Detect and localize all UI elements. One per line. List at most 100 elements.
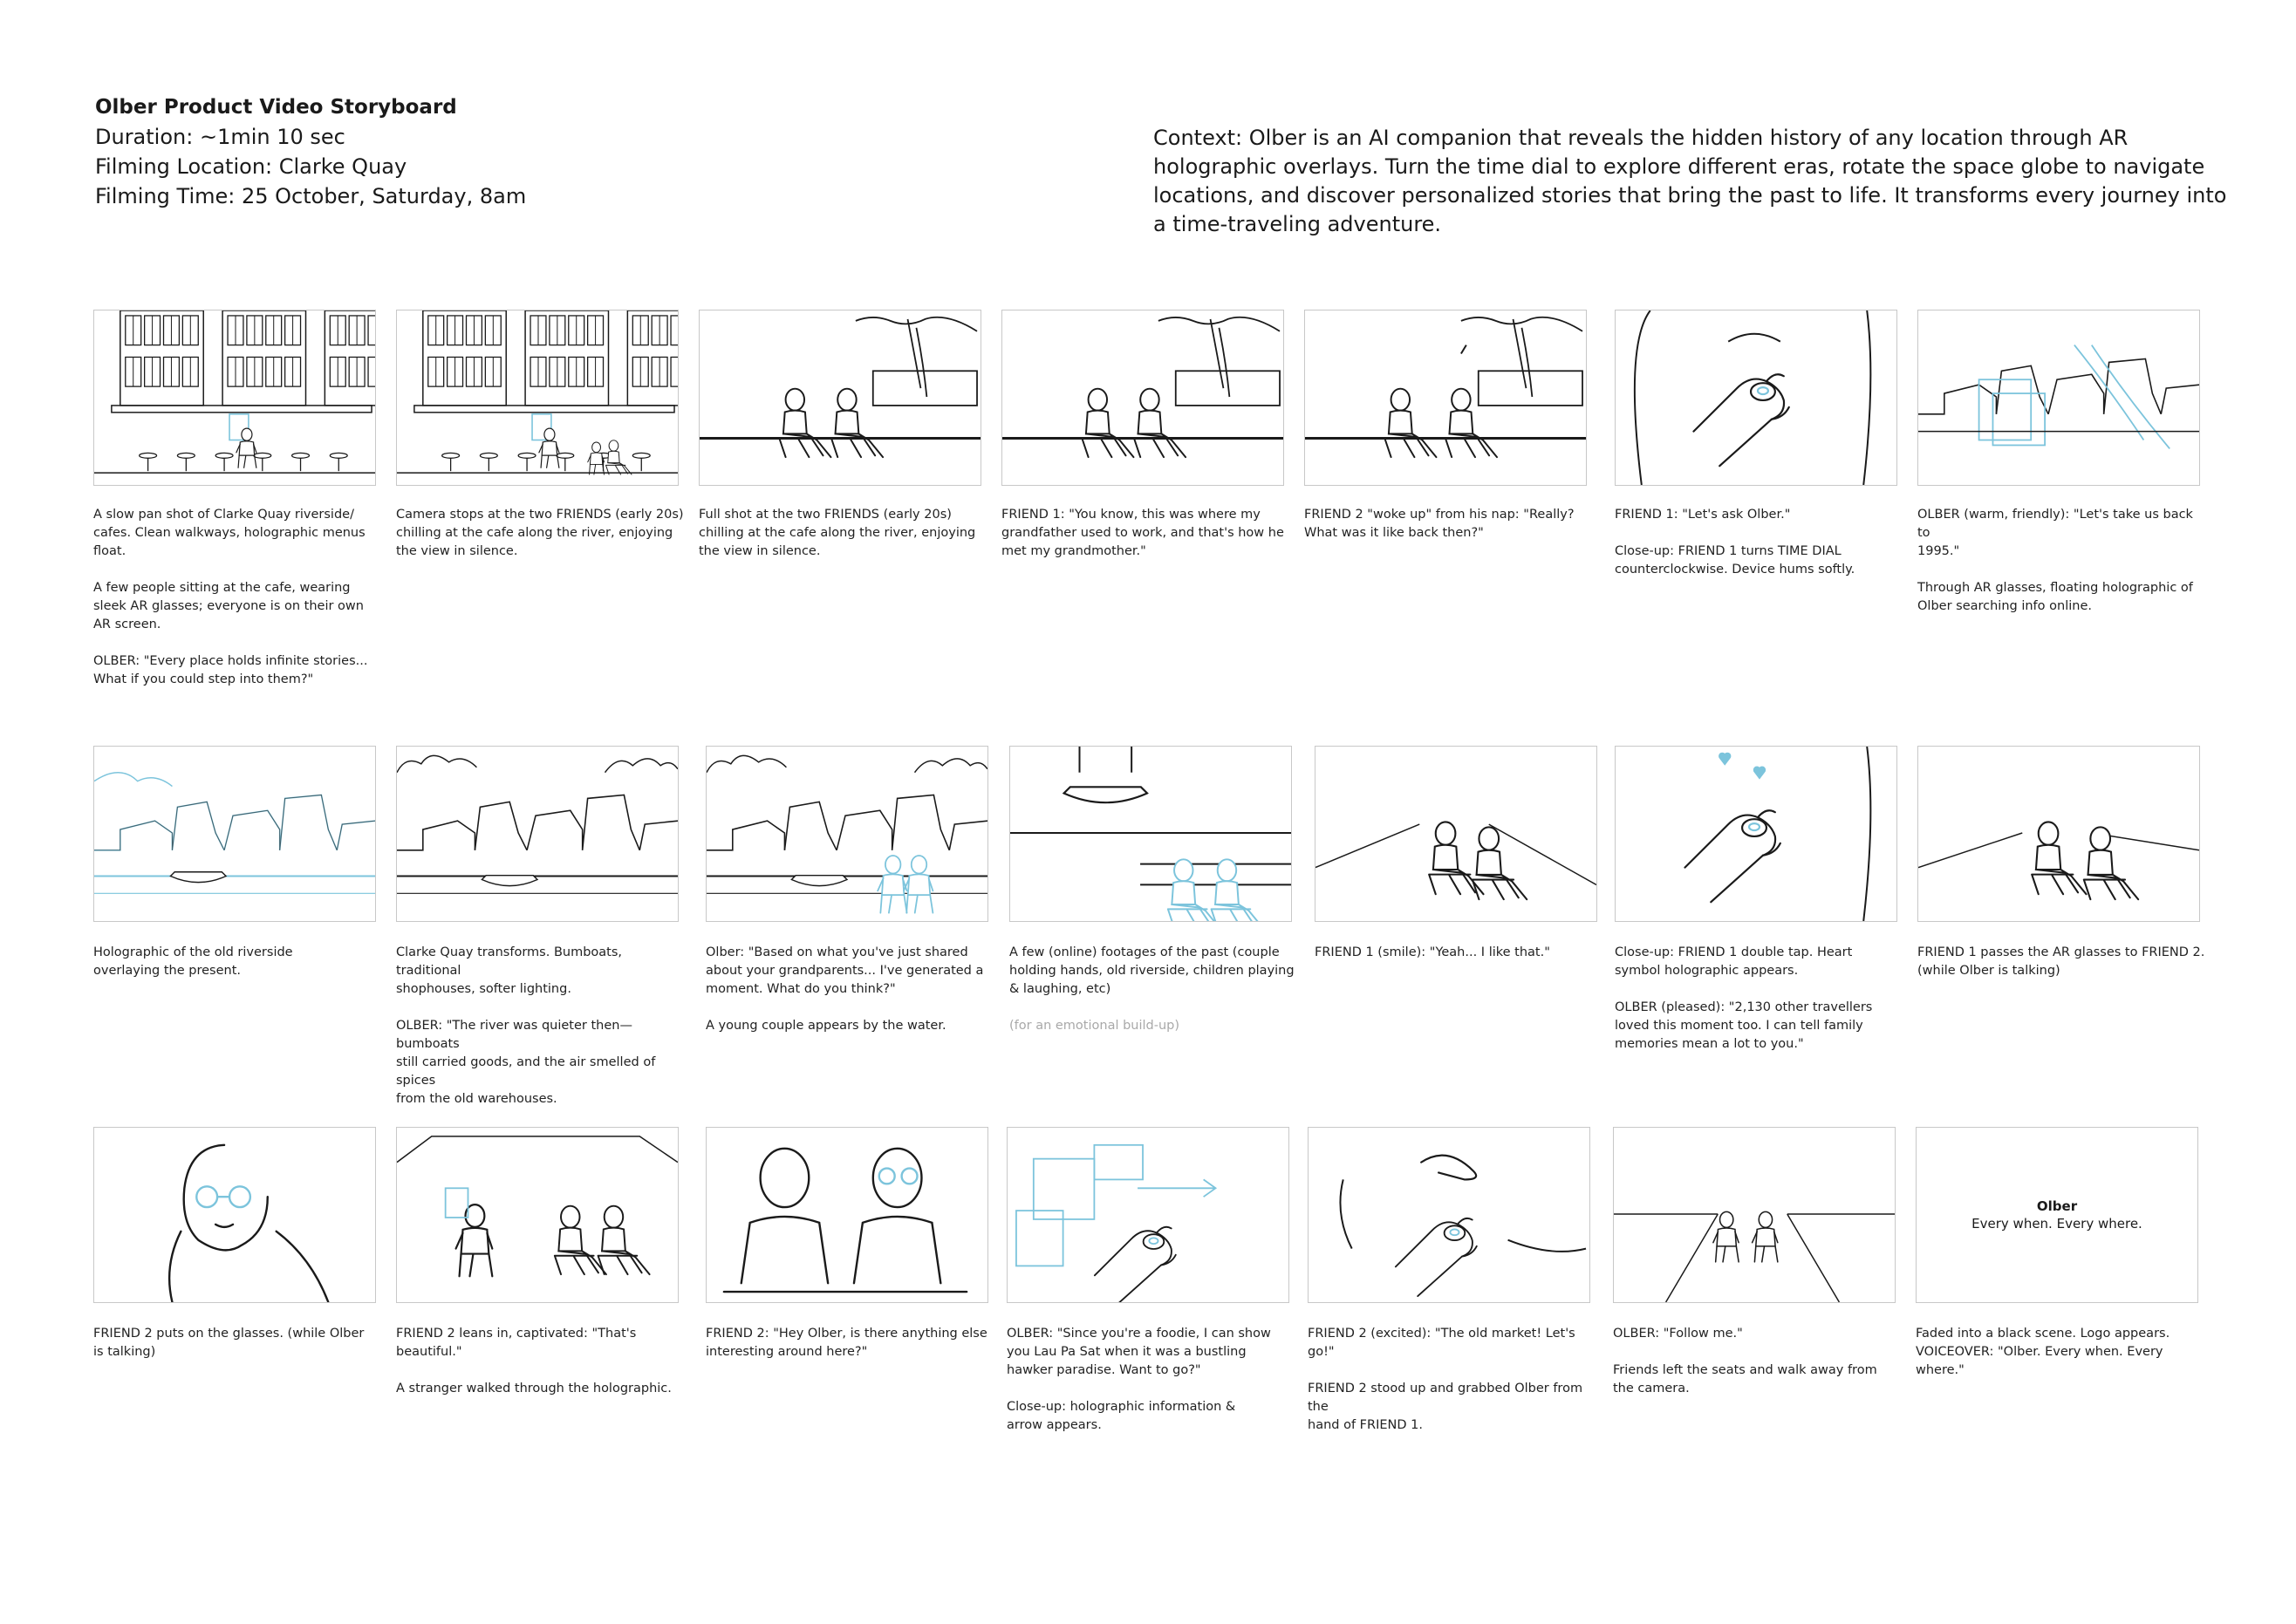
scene-15-sketch [167, 1143, 330, 1302]
scene-11-caption: A few (online) footages of the past (cou… [1009, 944, 1297, 1035]
scene-7-caption: OLBER (warm, friendly): "Let's take us b… [1917, 506, 2205, 616]
scene-18-sketch [1015, 1143, 1218, 1302]
time-line: Filming Time: 25 October, Saturday, 8am [95, 184, 527, 208]
scene-18-caption: OLBER: "Since you're a foodie, I can sho… [1007, 1325, 1295, 1435]
header-block: Olber Product Video Storyboard Duration:… [95, 92, 793, 211]
scene-9-caption: Clarke Quay transforms. Bumboats, tradit… [396, 944, 684, 1109]
scene-20-frame [1613, 1127, 1896, 1303]
caption-line: Olber: "Based on what you've just shared [706, 945, 968, 959]
scene-1-sketch [94, 310, 375, 474]
caption-line: float. [93, 544, 126, 558]
scene-2-caption: Camera stops at the two FRIENDS (early 2… [396, 506, 684, 561]
caption-line: & laughing, etc) [1009, 982, 1111, 996]
caption-line: FRIEND 2 stood up and grabbed Olber from… [1308, 1382, 1583, 1414]
caption-line: FRIEND 1 passes the AR glasses to FRIEND… [1917, 945, 2205, 959]
scene-21-caption: Faded into a black scene. Logo appears. V… [1916, 1325, 2204, 1380]
caption-line: A slow pan shot of Clarke Quay riverside… [93, 508, 354, 522]
scene-2-frame [396, 310, 679, 486]
caption-line: Faded into a black scene. Logo appears. [1916, 1327, 2170, 1341]
caption-line: Camera stops at the two FRIENDS (early 2… [396, 508, 684, 522]
scene-20-sketch [1614, 1211, 1895, 1302]
scene-4-frame [1001, 310, 1284, 486]
scene-11-frame [1009, 746, 1292, 922]
caption-line: A few people sitting at the cafe, wearin… [93, 581, 351, 595]
scene-19-sketch [1339, 1154, 1587, 1297]
caption-line: OLBER: "Every place holds infinite stori… [93, 654, 368, 668]
caption-line: Close-up: FRIEND 1 turns TIME DIAL [1615, 544, 1842, 558]
scene-9-frame [396, 746, 679, 922]
caption-line [1308, 1361, 1596, 1380]
scene-15-frame [93, 1127, 376, 1303]
caption-line: counterclockwise. Device hums softly. [1615, 563, 1855, 577]
caption-line: AR screen. [93, 618, 161, 631]
caption-line: OLBER (warm, friendly): "Let's take us b… [1917, 508, 2193, 540]
caption-line: holding hands, old riverside, children p… [1009, 964, 1295, 978]
caption-line: the camera. [1613, 1382, 1690, 1395]
caption-line: loved this moment too. I can tell family [1615, 1019, 1863, 1033]
caption-line: FRIEND 1: "Let's ask Olber." [1615, 508, 1791, 522]
caption-line: 1995." [1917, 544, 1960, 558]
scene-1-frame [93, 310, 376, 486]
scene-10-frame [706, 746, 988, 922]
caption-line: Friends left the seats and walk away fro… [1613, 1363, 1877, 1377]
caption-line: Close-up: FRIEND 1 double tap. Heart [1615, 945, 1853, 959]
caption-line [396, 999, 684, 1017]
scene-5-caption: FRIEND 2 "woke up" from his nap: "Really… [1304, 506, 1592, 542]
scene-12-sketch [1315, 821, 1596, 901]
caption-line: overlaying the present. [93, 964, 241, 978]
scene-17-caption: FRIEND 2: "Hey Olber, is there anything … [706, 1325, 994, 1361]
caption-line: VOICEOVER: "Olber. Every when. Every whe… [1916, 1345, 2163, 1377]
caption-line: FRIEND 2 "woke up" from his nap: "Really… [1304, 508, 1575, 522]
scene-14-sketch [1918, 821, 2199, 901]
caption-line: the view in silence. [699, 544, 821, 558]
scene-3-sketch [700, 316, 981, 459]
scene-16-sketch [397, 1136, 678, 1278]
caption-line: OLBER (pleased): "2,130 other travellers [1615, 1000, 1873, 1014]
caption-line: about your grandparents... I've generate… [706, 964, 984, 978]
caption-line: A young couple appears by the water. [706, 1019, 946, 1033]
caption-line: still carried goods, and the air smelled… [396, 1055, 656, 1088]
caption-line: sleek AR glasses; everyone is on their o… [93, 599, 364, 613]
scene-17-frame [706, 1127, 988, 1303]
caption-line: OLBER: "The river was quieter then—bumbo… [396, 1019, 632, 1051]
scene-11-sketch [1010, 747, 1291, 921]
scene-note: (for an emotional build-up) [1009, 1019, 1180, 1033]
scene-8-frame [93, 746, 376, 922]
scene-6-caption: FRIEND 1: "Let's ask Olber." Close-up: FR… [1615, 506, 1903, 579]
caption-line: FRIEND 2: "Hey Olber, is there anything … [706, 1327, 987, 1341]
caption-line: OLBER: "Since you're a foodie, I can sho… [1007, 1327, 1271, 1341]
caption-line [1615, 524, 1903, 542]
caption-gap [1009, 999, 1297, 1017]
caption-line: What if you could step into them?" [93, 672, 314, 686]
caption-line: cafes. Clean walkways, holographic menus [93, 526, 366, 540]
scene-3-caption: Full shot at the two FRIENDS (early 20s)… [699, 506, 987, 561]
caption-line: beautiful." [396, 1345, 462, 1359]
caption-line: (while Olber is talking) [1917, 964, 2060, 978]
scene-1-caption: A slow pan shot of Clarke Quay riverside… [93, 506, 381, 689]
duration-line: Duration: ~1min 10 sec [95, 125, 345, 149]
caption-line: shophouses, softer lighting. [396, 982, 571, 996]
caption-line: Olber searching info online. [1917, 599, 2092, 613]
scene-14-frame [1917, 746, 2200, 922]
scene-12-caption: FRIEND 1 (smile): "Yeah... I like that." [1315, 944, 1602, 962]
caption-line: the view in silence. [396, 544, 518, 558]
scene-20-caption: OLBER: "Follow me."Friends left the seat… [1613, 1325, 1901, 1398]
end-card-tagline: Every when. Every where. [1971, 1216, 2142, 1232]
scene-12-frame [1315, 746, 1597, 922]
scene-7-frame [1917, 310, 2200, 486]
caption-line: FRIEND 2 leans in, captivated: "That's [396, 1327, 637, 1341]
scene-13-sketch [1684, 747, 1872, 921]
caption-line: FRIEND 2 puts on the glasses. (while Olb… [93, 1327, 365, 1341]
caption-line: arrow appears. [1007, 1418, 1102, 1432]
caption-line [93, 634, 381, 652]
caption-line [396, 1361, 684, 1380]
location-line: Filming Location: Clarke Quay [95, 154, 407, 179]
scene-4-sketch [1002, 316, 1283, 459]
caption-line [93, 561, 381, 579]
scene-16-frame [396, 1127, 679, 1303]
